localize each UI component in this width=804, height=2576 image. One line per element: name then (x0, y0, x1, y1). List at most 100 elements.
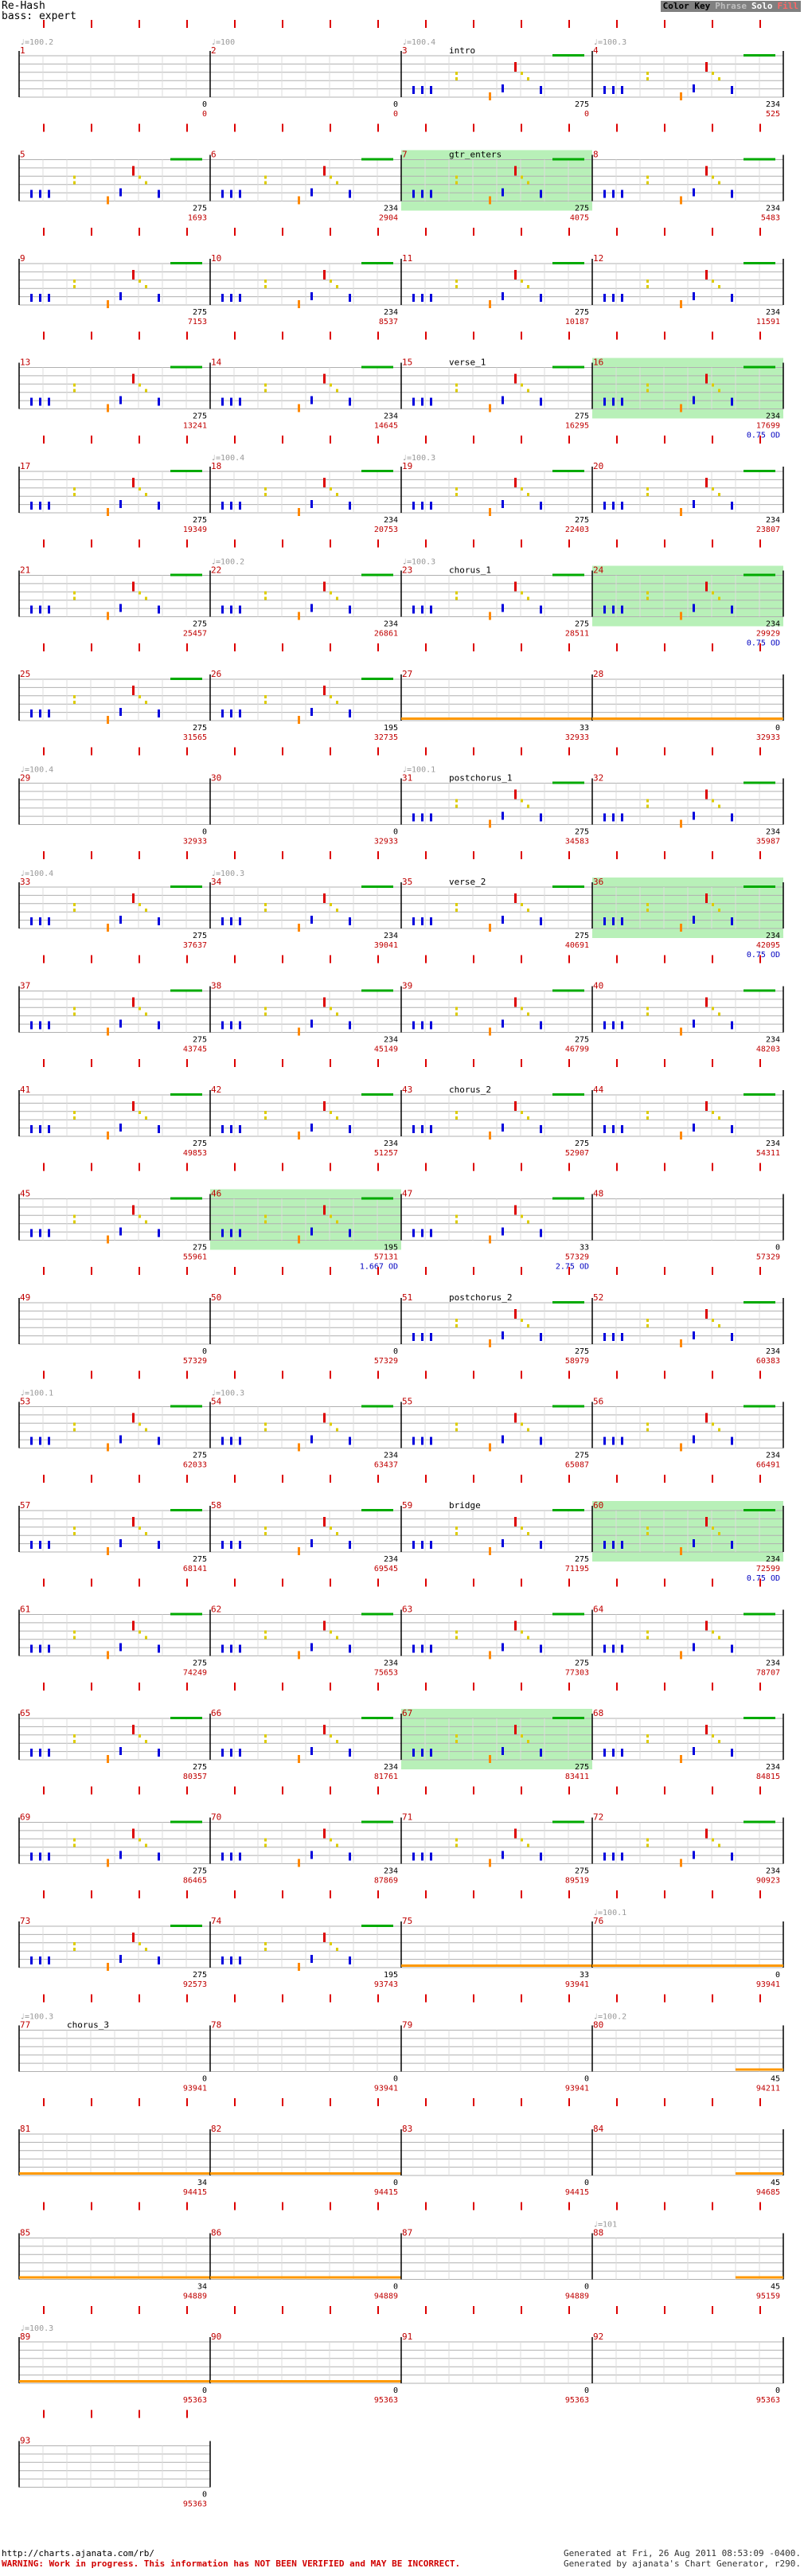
note-blue (158, 709, 160, 717)
note-blue (221, 190, 224, 198)
beat-tick (616, 851, 618, 859)
note-count: 234 (384, 932, 398, 940)
measure-number: 55 (402, 1397, 412, 1407)
note-yellow (336, 596, 338, 600)
note-yellow (718, 1324, 720, 1327)
note-count: 234 (384, 1763, 398, 1772)
beat-tick (139, 1578, 140, 1587)
note-yellow (521, 1214, 523, 1218)
phrase-marker (361, 1509, 393, 1511)
beat-tick (330, 1475, 331, 1483)
measure-number: 67 (402, 1708, 412, 1718)
note-yellow (646, 487, 649, 491)
beat-tick (712, 1683, 713, 1691)
measure-number: 80 (593, 2020, 603, 2031)
note-blue (239, 397, 241, 406)
note-yellow (336, 1948, 338, 1951)
beat-tick (616, 2306, 618, 2314)
phrase-marker (744, 1405, 775, 1408)
beat-tick (425, 851, 427, 859)
beat-tick (43, 436, 45, 444)
note-orange (107, 300, 109, 308)
note-count: 234 (766, 1867, 780, 1876)
note-count: 234 (384, 1452, 398, 1460)
beat-tick (568, 1475, 570, 1483)
note-blue (39, 709, 41, 717)
phrase-marker (744, 1717, 775, 1719)
note-yellow (264, 591, 267, 595)
beat-tick (139, 436, 140, 444)
note-yellow (527, 1324, 529, 1327)
phrase-marker (170, 1717, 202, 1719)
beat-tick (330, 1059, 331, 1067)
note-yellow (264, 1942, 267, 1945)
note-red (514, 1101, 517, 1111)
note-count: 275 (575, 100, 589, 109)
beat-tick (43, 747, 45, 756)
note-blue (540, 190, 542, 198)
note-blue (502, 292, 504, 300)
section-label: chorus_2 (449, 1085, 491, 1095)
note-orange (107, 1963, 109, 1971)
phrase-marker (744, 1612, 775, 1616)
note-yellow (521, 1422, 523, 1426)
note-blue (119, 916, 122, 924)
note-blue (30, 1437, 33, 1445)
beat-tick (186, 851, 188, 859)
beat-tick (139, 955, 140, 964)
beat-tick (186, 123, 188, 132)
note-blue (230, 397, 232, 406)
phrase-marker (552, 1509, 584, 1511)
beat-tick (664, 123, 665, 132)
note-blue (603, 1749, 606, 1757)
note-orange (680, 1132, 682, 1139)
note-yellow (139, 383, 141, 387)
note-count: 0 (584, 2283, 589, 2292)
note-yellow (455, 1111, 458, 1114)
measure-score: 81761 (374, 1773, 398, 1781)
note-blue (621, 294, 623, 302)
note-count: 234 (766, 1139, 780, 1148)
note-yellow (527, 1740, 529, 1743)
note-yellow (264, 596, 267, 600)
measure-number: 3 (402, 45, 408, 56)
note-red (132, 893, 135, 903)
beat-tick (282, 1475, 283, 1483)
phrase-marker (361, 989, 393, 992)
beat-tick (664, 2202, 665, 2211)
note-blue (349, 917, 351, 925)
beat-tick (425, 20, 427, 28)
phrase-marker (170, 1093, 202, 1096)
beat-tick (568, 1370, 570, 1379)
beat-tick (664, 1163, 665, 1171)
tempo-marking: ♩=100.3 (20, 2324, 53, 2333)
beat-tick (759, 228, 761, 236)
beat-tick (616, 436, 618, 444)
note-blue (430, 813, 432, 822)
note-count: 234 (384, 1139, 398, 1148)
beat-tick (282, 747, 283, 756)
phrase-marker (170, 262, 202, 264)
beat-tick (568, 331, 570, 340)
beat-tick (43, 1267, 45, 1275)
overdrive-label: 0.75 OD (747, 639, 780, 648)
note-yellow (712, 1630, 714, 1634)
note-count: 275 (193, 1139, 207, 1148)
beat-tick (139, 2306, 140, 2314)
phrase-marker (744, 1509, 775, 1511)
phrase-marker (552, 1093, 584, 1096)
measure-number: 22 (211, 565, 221, 576)
note-count: 275 (193, 205, 207, 213)
measure-score: 2904 (379, 214, 398, 223)
beat-tick (234, 2202, 236, 2211)
note-yellow (712, 487, 714, 491)
beat-tick (712, 2306, 713, 2314)
measure-score: 63437 (374, 1461, 398, 1470)
beat-tick (139, 2098, 140, 2106)
note-yellow (455, 487, 458, 491)
measure-number: 36 (593, 877, 603, 887)
note-blue (612, 605, 615, 614)
footer-url[interactable]: http://charts.ajanata.com/rb/ (2, 2548, 155, 2558)
note-blue (603, 1125, 606, 1133)
beat-tick (425, 2098, 427, 2106)
